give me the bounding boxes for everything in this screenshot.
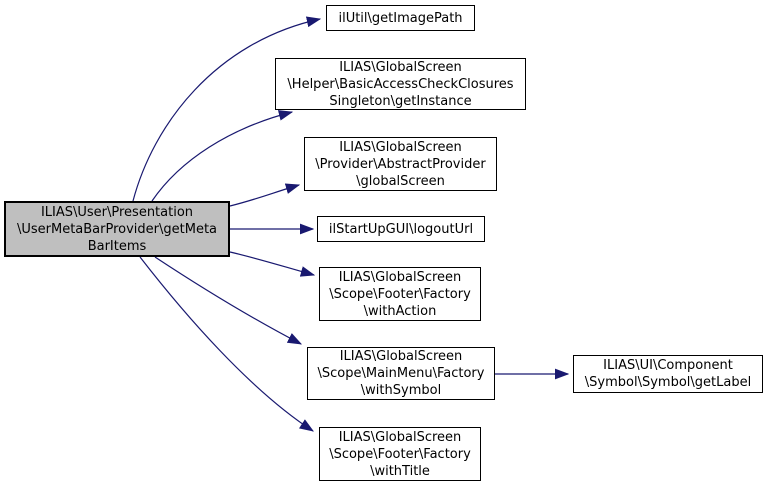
node-globalScreen[interactable]: ILIAS\GlobalScreen \Provider\AbstractPro… [304,137,497,191]
edge-getMetaBarItems-withTitle [139,256,315,432]
edge-getMetaBarItems-withSymbol [154,256,303,345]
node-withTitle[interactable]: ILIAS\GlobalScreen \Scope\Footer\Factory… [319,427,481,481]
edge-getMetaBarItems-getImagePath [132,16,322,202]
node-getImagePath[interactable]: ilUtil\getImagePath [326,5,475,31]
node-withSymbol[interactable]: ILIAS\GlobalScreen \Scope\MainMenu\Facto… [307,347,495,400]
node-getInstance[interactable]: ILIAS\GlobalScreen \Helper\BasicAccessCh… [275,58,526,110]
edge-getMetaBarItems-withAction [229,251,316,277]
node-withAction[interactable]: ILIAS\GlobalScreen \Scope\Footer\Factory… [319,267,481,321]
node-logoutUrl[interactable]: ilStartUpGUI\logoutUrl [317,216,485,242]
node-getLabel[interactable]: ILIAS\UI\Component \Symbol\Symbol\getLab… [573,355,763,393]
edge-getMetaBarItems-globalScreen [229,183,301,207]
edge-getMetaBarItems-getInstance [151,110,294,202]
node-getMetaBarItems[interactable]: ILIAS\User\Presentation \UserMetaBarProv… [4,201,230,257]
